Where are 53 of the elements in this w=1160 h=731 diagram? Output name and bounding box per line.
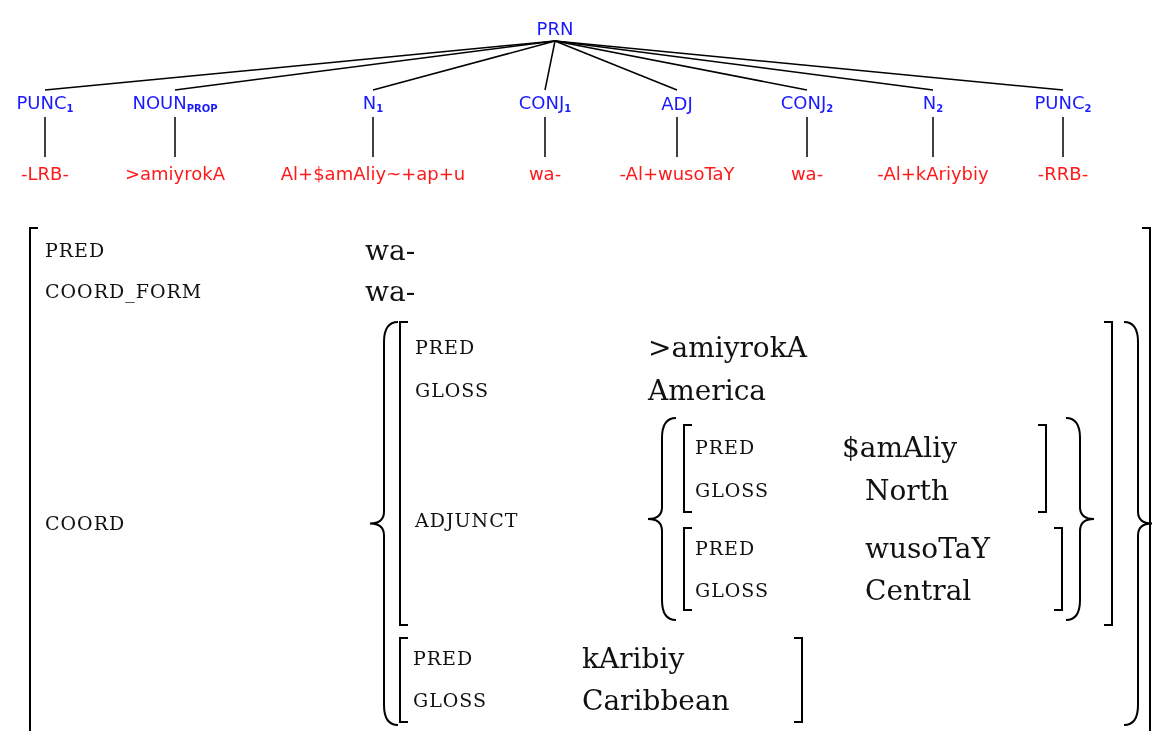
feature-value: North: [865, 473, 950, 507]
tree-branch: [554, 40, 1064, 91]
feature-value: kAribiy: [582, 641, 685, 675]
word-label: -LRB-: [21, 162, 69, 184]
feature-name: PRED: [413, 647, 474, 669]
category-label: PRN: [536, 17, 574, 39]
word-label: >amiyrokA: [124, 162, 226, 184]
feature-name: COORD: [45, 512, 126, 534]
feature-value: >amiyrokA: [648, 330, 807, 364]
feature-value: America: [648, 373, 767, 407]
feature-value: wa-: [365, 274, 416, 308]
feature-name: PRED: [695, 537, 756, 559]
word-label: -Al+wusoTaY: [619, 162, 735, 184]
feature-name: COORD_FORM: [45, 280, 203, 302]
tree-branch: [932, 116, 934, 158]
feature-name: PRED: [415, 336, 476, 358]
word-label: Al+$amAliy~+ap+u: [280, 162, 466, 184]
tree-branch: [372, 116, 374, 158]
word-label: wa-: [790, 162, 824, 184]
category-label: NOUN$_{PROP}$: [132, 92, 218, 114]
feature-name: GLOSS: [413, 689, 488, 711]
tree-branch: [806, 116, 808, 158]
category-label: N$_{1}$: [362, 92, 384, 114]
feature-name: PRED: [695, 436, 756, 458]
feature-name: GLOSS: [695, 479, 770, 501]
feature-value: Caribbean: [582, 683, 730, 717]
feature-name: GLOSS: [415, 379, 490, 401]
tree-branch: [1062, 116, 1064, 158]
tree-branch: [174, 40, 556, 91]
tree-branch: [554, 40, 678, 91]
tree-branch: [544, 40, 556, 91]
feature-value: Central: [865, 573, 972, 607]
feature-value: wa-: [365, 233, 416, 267]
tree-branch: [676, 116, 678, 158]
tree-branch: [544, 116, 546, 158]
feature-name: GLOSS: [695, 579, 770, 601]
category-label: CONJ$_{1}$: [518, 92, 572, 114]
feature-value: wusoTaY: [865, 531, 990, 565]
tree-branch: [44, 40, 556, 91]
tree-branch: [372, 40, 556, 91]
word-label: -RRB-: [1037, 162, 1089, 184]
category-label: ADJ: [661, 92, 693, 114]
category-label: PUNC$_{2}$: [1034, 92, 1092, 114]
category-label: CONJ$_{2}$: [780, 92, 834, 114]
word-label: wa-: [528, 162, 562, 184]
tree-branch: [174, 116, 176, 158]
category-label: N$_{2}$: [922, 92, 944, 114]
feature-name: ADJUNCT: [415, 509, 519, 531]
feature-name: PRED: [45, 239, 106, 261]
tree-branch: [44, 116, 46, 158]
feature-value: $amAliy: [842, 430, 957, 464]
category-label: PUNC$_{1}$: [16, 92, 74, 114]
word-label: -Al+kAriybiy: [877, 162, 989, 184]
